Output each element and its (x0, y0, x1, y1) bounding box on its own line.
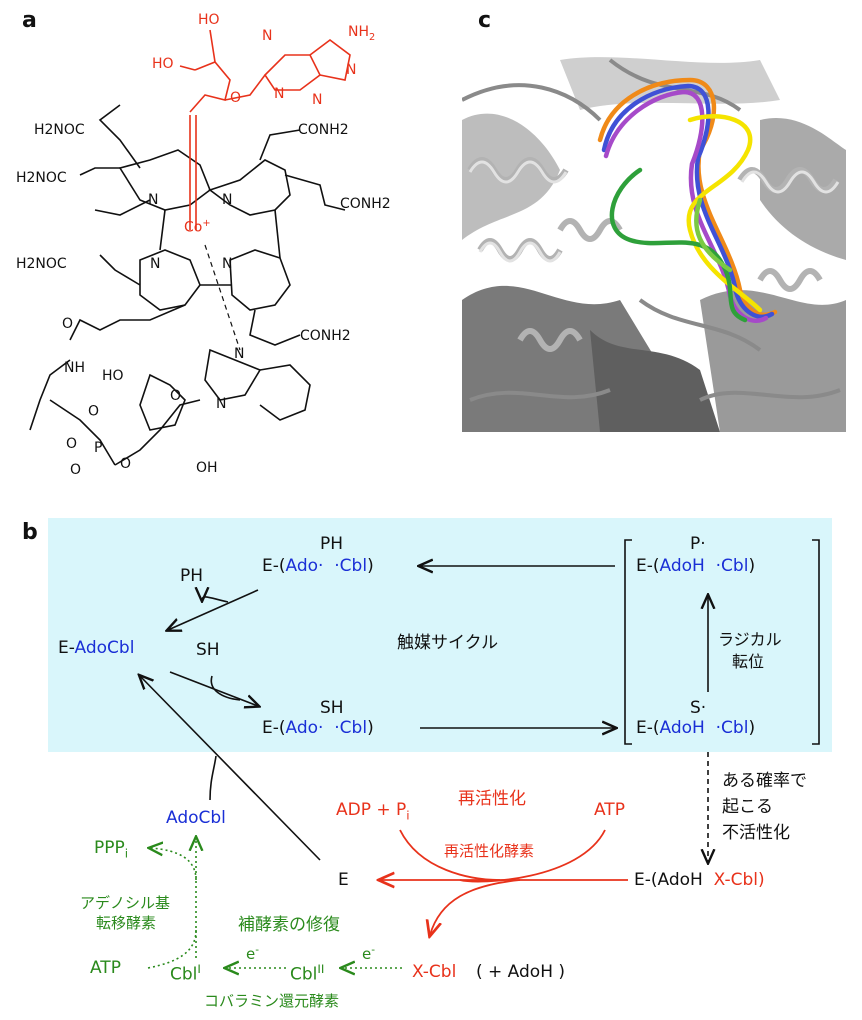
cbl-ii-label: CblII (290, 962, 325, 985)
e-adocbl-label: E-AdoCbl (58, 638, 135, 658)
inactivated-complex-label: E-(AdoH X-Cbl) (634, 870, 765, 890)
reactivation-title: 再活性化 (458, 789, 526, 809)
ph-released-label: PH (180, 566, 204, 586)
ring-n-bl-label: N (150, 256, 161, 272)
phosphorus-label: P (94, 440, 103, 456)
o-sugar-label: O (170, 388, 182, 404)
h2noc-1-label: H2NOC (34, 122, 85, 138)
o-p1-label: O (66, 436, 78, 452)
panel-label-b: b (22, 520, 38, 545)
adocbl-label: AdoCbl (166, 808, 226, 828)
atp-repair-label: ATP (90, 958, 121, 978)
electron-1-label: e- (246, 944, 260, 963)
bz-n2-label: N (216, 396, 227, 412)
top-ph-label: PH (320, 534, 344, 554)
bz-n1-label: N (234, 346, 245, 362)
ho-left-label: HO (152, 56, 174, 72)
cobalamin-reductase-label: コバラミン還元酵素 (204, 992, 340, 1010)
conh2-2-label: CONH2 (340, 196, 391, 212)
adoh-label: ( + AdoH ) (476, 962, 566, 982)
mid-complex-label: E-(Ado· ·Cbl) (262, 718, 374, 738)
adenosyltransferase-label-2: 転移酵素 (96, 914, 157, 932)
top-complex-label: E-(Ado· ·Cbl) (262, 556, 374, 576)
o-amide-label: O (62, 316, 74, 332)
oh-label: OH (196, 460, 218, 476)
ring-n-br-label: N (222, 256, 233, 272)
x-cbl-label: X-Cbl (412, 962, 457, 982)
inactivation-label-3: 不活性化 (722, 823, 790, 843)
n1-label: N (262, 28, 273, 44)
n4-label: N (346, 62, 357, 78)
radical-rearrangement-label-2: 転位 (732, 652, 765, 671)
radical-rearrangement-label-1: ラジカル (718, 630, 782, 649)
right-top-complex-label: E-(AdoH ·Cbl) (636, 556, 756, 576)
o1-label: O (230, 90, 242, 106)
ring-n-tr-label: N (222, 192, 233, 208)
panel-label-a: a (22, 8, 37, 33)
sh-substrate-label: SH (196, 640, 220, 660)
coenzyme-repair-title: 補酵素の修復 (238, 915, 340, 935)
nh-label: NH (64, 360, 85, 376)
right-top-p-label: P· (690, 534, 706, 554)
ho-sugar-label: HO (102, 368, 124, 384)
inactivation-label-1: ある確率で (722, 771, 807, 791)
h2noc-3-label: H2NOC (16, 256, 67, 272)
o-p2-label: O (70, 462, 82, 478)
mid-sh-label: SH (320, 698, 344, 718)
cobalt-label: Co+ (184, 218, 211, 236)
reactivase-label: 再活性化酵素 (444, 842, 535, 860)
electron-2-label: e- (362, 944, 376, 963)
ho-top-label: HO (198, 12, 220, 28)
panel-label-c: c (478, 8, 492, 33)
o-minus-label: O (88, 403, 100, 420)
atp-reactivation-label: ATP (594, 800, 625, 820)
right-bot-s-label: S· (690, 698, 707, 718)
catalytic-cycle-title: 触媒サイクル (397, 633, 499, 653)
right-bot-complex-label: E-(AdoH ·Cbl) (636, 718, 756, 738)
n3-label: N (312, 92, 323, 108)
catalytic-cycle-background (48, 518, 832, 752)
h2noc-2-label: H2NOC (16, 170, 67, 186)
nh2-label: NH2 (348, 24, 376, 43)
conh2-3-label: CONH2 (300, 328, 351, 344)
conh2-1-label: CONH2 (298, 122, 349, 138)
adenosyltransferase-label-1: アデノシル基 (80, 894, 171, 912)
free-enzyme-label: E (338, 870, 349, 890)
pppi-label: PPPi (94, 838, 129, 861)
cbl-i-label: CblI (170, 962, 201, 985)
o-p3-label: O (120, 456, 132, 472)
inactivation-label-2: 起こる (722, 797, 773, 817)
adp-pi-label: ADP + Pi (336, 800, 410, 823)
n2-label: N (274, 86, 285, 102)
ring-n-tl-label: N (148, 192, 159, 208)
